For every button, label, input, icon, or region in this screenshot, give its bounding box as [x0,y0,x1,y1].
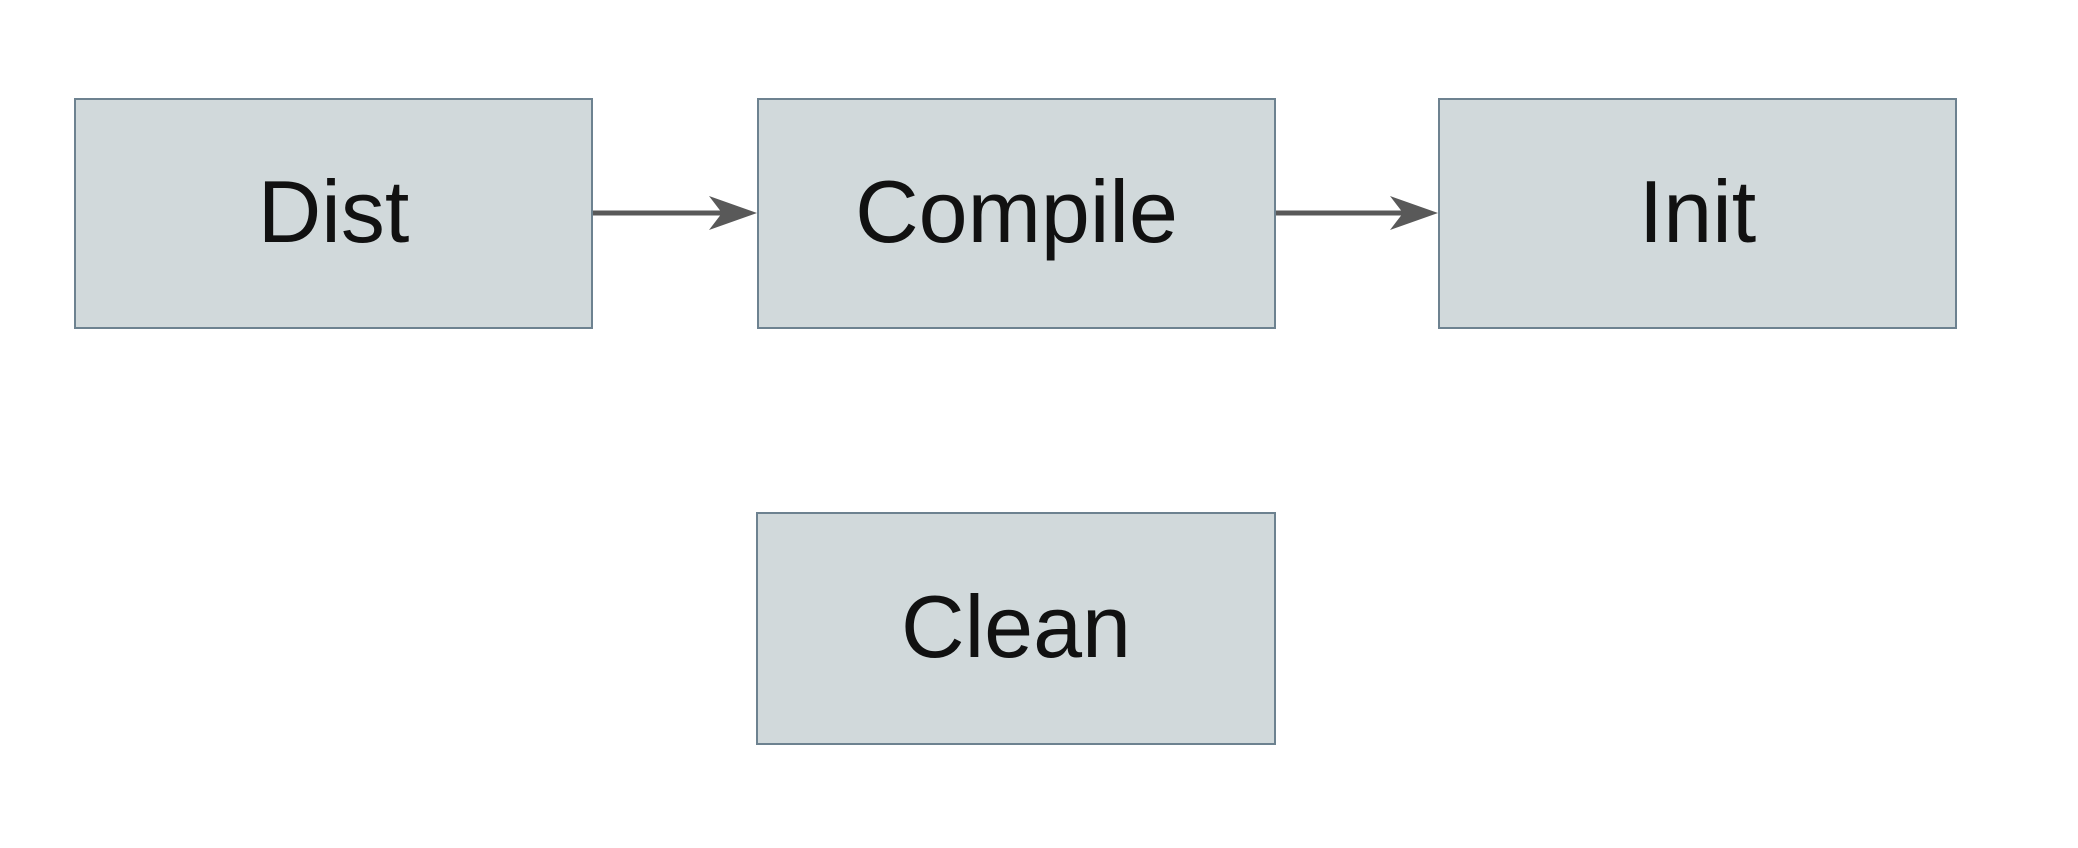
node-compile[interactable]: Compile [757,98,1276,329]
node-clean[interactable]: Clean [756,512,1276,745]
node-init[interactable]: Init [1438,98,1957,329]
node-init-label: Init [1638,161,1757,261]
arrow-dist-to-compile-icon [593,193,757,233]
node-dist-label: Dist [257,161,410,261]
node-compile-label: Compile [855,161,1178,261]
arrow-compile-to-init-icon [1276,193,1438,233]
node-dist[interactable]: Dist [74,98,593,329]
node-clean-label: Clean [901,576,1131,676]
